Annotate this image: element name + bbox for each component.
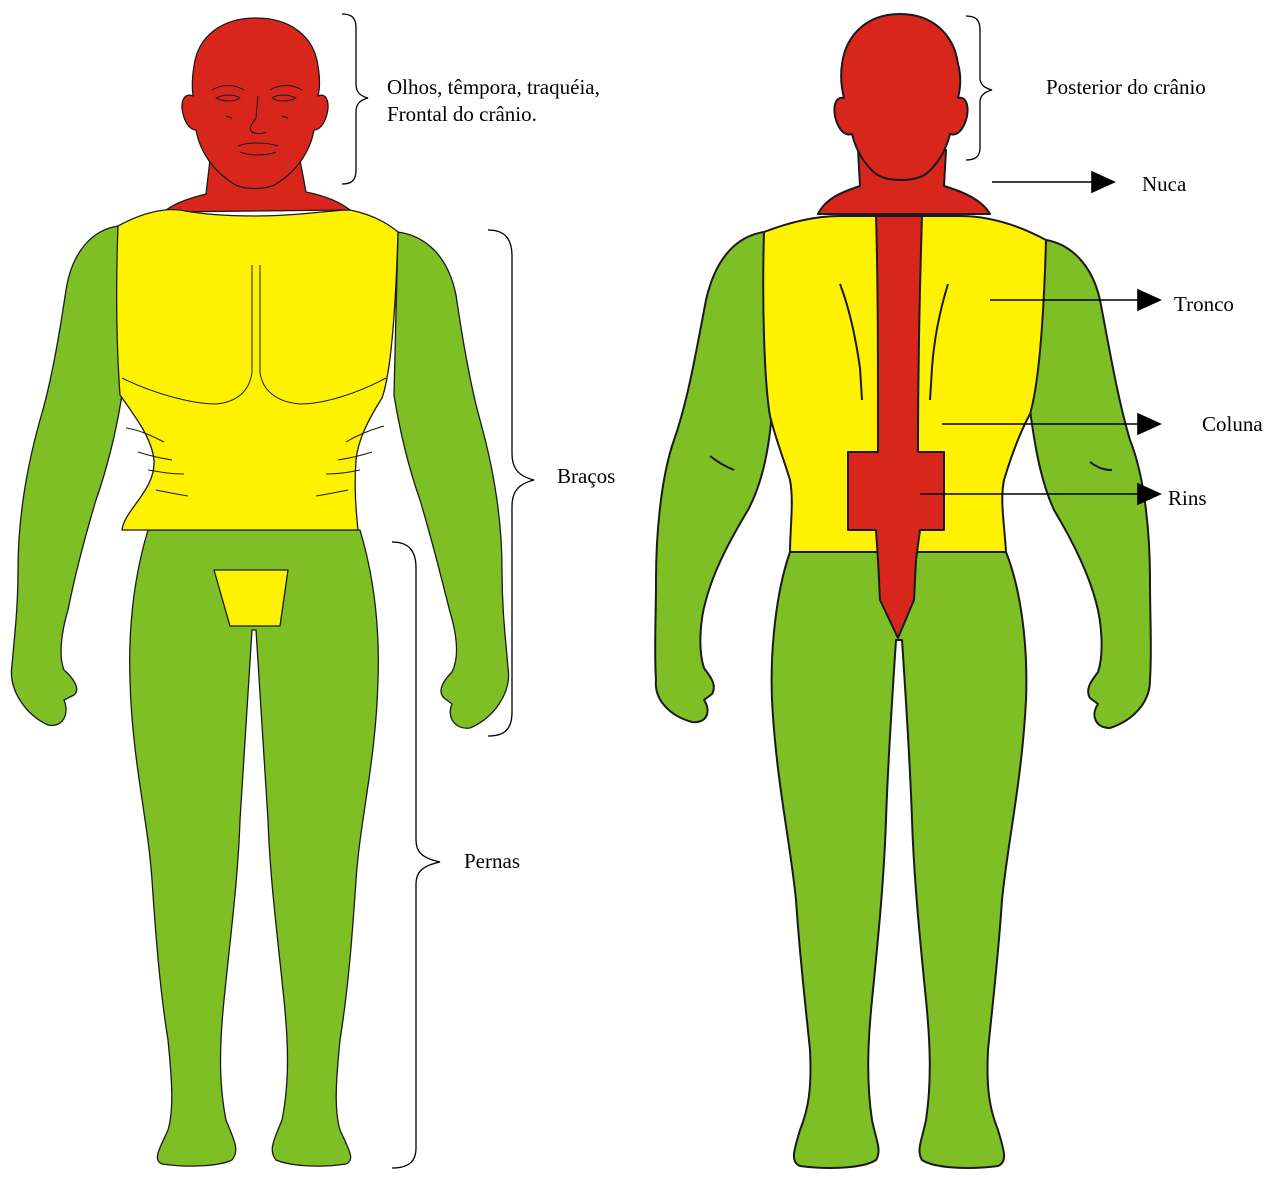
back-head [834, 14, 967, 180]
label-skull-back: Posterior do crânio [1046, 74, 1206, 101]
kidneys-arrow-head [1138, 484, 1160, 504]
back-legs [772, 552, 1027, 1168]
label-neck: Nuca [1142, 171, 1186, 198]
label-legs: Pernas [464, 848, 520, 875]
back-right-arm [1030, 240, 1151, 728]
back-left-arm [655, 232, 772, 722]
front-head [182, 18, 328, 189]
spine-arrow-head [1138, 414, 1160, 434]
front-torso [117, 210, 398, 530]
label-kidneys: Rins [1168, 485, 1207, 512]
label-arms: Braços [557, 463, 615, 490]
head-brace [342, 14, 368, 184]
label-head-line2: Frontal do crânio. [387, 101, 537, 128]
trunk-arrow-head [1138, 290, 1160, 310]
label-head-line1: Olhos, têmpora, traquéia, [387, 74, 600, 101]
front-right-arm [394, 232, 509, 728]
front-body-figure [11, 18, 508, 1166]
legs-brace [392, 542, 440, 1168]
back-body-figure [655, 14, 1151, 1168]
label-spine: Coluna [1202, 411, 1263, 438]
neck-arrow-head [1092, 172, 1114, 192]
front-left-arm [11, 226, 122, 725]
head-back-brace [966, 16, 992, 160]
label-trunk: Tronco [1174, 291, 1234, 318]
